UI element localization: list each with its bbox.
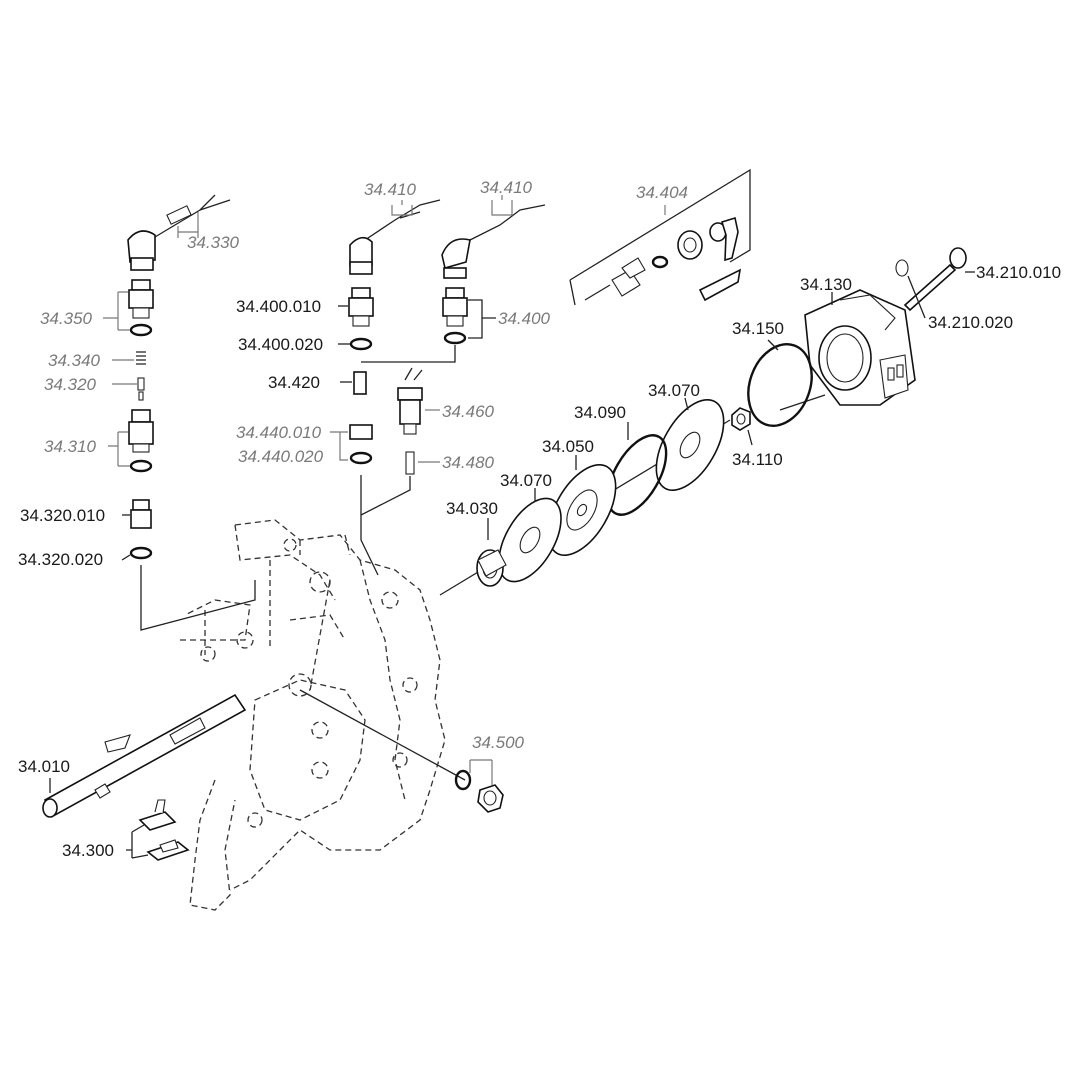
label-34-440-010: 34.440.010 bbox=[236, 423, 322, 442]
label-34-090: 34.090 bbox=[574, 403, 626, 422]
label-34-320: 34.320 bbox=[44, 375, 97, 394]
label-34-350: 34.350 bbox=[40, 309, 93, 328]
fork-parts bbox=[138, 799, 190, 861]
left-sensor-stack bbox=[127, 194, 256, 631]
label-34-400-020: 34.400.020 bbox=[238, 335, 323, 354]
label-34-150: 34.150 bbox=[732, 319, 784, 338]
label-34-210-010: 34.210.010 bbox=[976, 263, 1061, 282]
label-34-480: 34.480 bbox=[442, 453, 495, 472]
label-34-110: 34.110 bbox=[732, 450, 783, 469]
label-34-440-020: 34.440.020 bbox=[238, 447, 324, 466]
label-34-420: 34.420 bbox=[268, 373, 320, 392]
middle-sensor-stack bbox=[348, 199, 546, 576]
plug-34-500 bbox=[299, 689, 504, 813]
part-labels: 34.410 34.410 34.404 34.330 34.350 34.34… bbox=[18, 178, 1061, 860]
label-34-500: 34.500 bbox=[472, 733, 525, 752]
label-34-330: 34.330 bbox=[187, 233, 240, 252]
label-34-300: 34.300 bbox=[62, 841, 114, 860]
label-34-400: 34.400 bbox=[498, 309, 551, 328]
label-34-010: 34.010 bbox=[18, 757, 70, 776]
leader-lines bbox=[49, 195, 975, 859]
label-34-030: 34.030 bbox=[446, 499, 498, 518]
kit-34-404 bbox=[569, 168, 751, 306]
label-34-310: 34.310 bbox=[44, 437, 97, 456]
label-34-340: 34.340 bbox=[48, 351, 101, 370]
label-34-320-020: 34.320.020 bbox=[18, 550, 103, 569]
label-34-404: 34.404 bbox=[636, 183, 688, 202]
label-34-050: 34.050 bbox=[542, 437, 594, 456]
label-34-410-left: 34.410 bbox=[364, 180, 417, 199]
shift-shaft bbox=[42, 693, 247, 818]
center-washer-stack bbox=[439, 398, 731, 596]
label-34-070-bottom: 34.070 bbox=[500, 471, 552, 490]
label-34-460: 34.460 bbox=[442, 402, 495, 421]
label-34-070-top: 34.070 bbox=[648, 381, 700, 400]
label-34-410-right: 34.410 bbox=[480, 178, 533, 197]
gearbox-housing bbox=[180, 519, 446, 911]
label-34-130: 34.130 bbox=[800, 275, 852, 294]
label-34-400-010: 34.400.010 bbox=[236, 297, 321, 316]
label-34-320-010: 34.320.010 bbox=[20, 506, 105, 525]
right-cover-assembly bbox=[731, 247, 967, 431]
label-34-210-020: 34.210.020 bbox=[928, 313, 1013, 332]
